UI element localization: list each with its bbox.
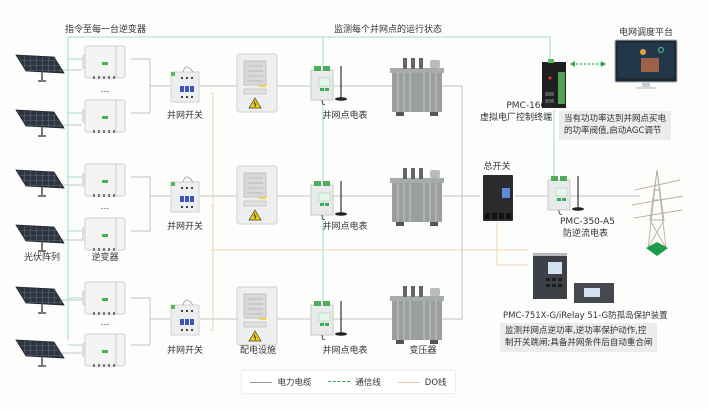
inverter xyxy=(81,99,126,134)
pv-panel xyxy=(15,109,65,138)
pv-panel xyxy=(15,224,65,253)
anti-reverse-meter xyxy=(547,175,585,216)
legend: 电力电缆 通信线 DO线 xyxy=(241,370,456,394)
grid-point-meter xyxy=(310,180,348,221)
main-switch xyxy=(483,175,513,221)
do-lines xyxy=(210,92,528,331)
inverter xyxy=(81,333,126,368)
label-pv-array: 光伏阵列 xyxy=(23,253,61,263)
inverter xyxy=(81,281,126,316)
label-dispatch-platform: 电网调度平台 xyxy=(618,28,674,38)
distribution-cabinet xyxy=(236,286,278,346)
transformer xyxy=(389,57,445,117)
pv-panel xyxy=(15,169,65,198)
ellipsis: ... xyxy=(100,318,110,328)
label-inverter: 逆变器 xyxy=(91,253,119,263)
label-pmc350-name: 防逆流电表 xyxy=(563,229,609,239)
legend-item-power: 电力电缆 xyxy=(250,376,311,388)
grid-point-meter xyxy=(310,65,348,106)
label-pmc350-model: PMC-350-A5 xyxy=(560,217,615,227)
legend-label: 电力电缆 xyxy=(277,378,312,388)
legend-item-comm: 通信线 xyxy=(328,376,381,388)
dispatch-monitor xyxy=(614,39,678,89)
inverter xyxy=(81,163,126,198)
transformer xyxy=(389,167,445,227)
label-grid-switch: 并网开关 xyxy=(166,346,204,356)
label-grid-switch: 并网开关 xyxy=(166,222,204,232)
label-pmc751: PMC-751X-G/iRelay 51-G防孤岛保护装置 xyxy=(503,311,668,321)
inverter xyxy=(81,45,126,80)
transformer xyxy=(389,285,445,345)
label-main-switch: 总开关 xyxy=(483,162,511,172)
transmission-tower xyxy=(631,169,684,256)
ellipsis: ... xyxy=(100,85,110,95)
legend-item-do: DO线 xyxy=(397,376,447,388)
protection-note-line: 制开关跳闸;具备并网条件后自动重合闸 xyxy=(505,338,653,349)
grid-switch-breaker xyxy=(170,176,200,213)
comm-line-swatch xyxy=(328,380,351,384)
header-inverter-command: 指令至每一台逆变器 xyxy=(65,25,147,35)
pv-panel xyxy=(15,286,65,315)
protection-note-line: 监测并网点逆功率,逆功率保护动作,控 xyxy=(505,326,647,336)
agc-note-line: 的功率阀值,启动AGC调节 xyxy=(564,126,662,137)
pv-panel xyxy=(15,54,65,83)
pmc1606-terminal xyxy=(542,59,566,108)
label-grid-switch: 并网开关 xyxy=(166,111,204,121)
legend-label: 通信线 xyxy=(355,378,381,388)
header-monitor-status: 监测每个并网点的运行状态 xyxy=(334,25,443,35)
label-grid-meter: 并网点电表 xyxy=(322,346,368,356)
grid-point-meter xyxy=(310,300,348,341)
comm-arrow-pmc1606-to-platform xyxy=(570,61,606,67)
legend-label: DO线 xyxy=(424,378,447,388)
ellipsis: ... xyxy=(100,202,110,212)
label-transformer: 变压器 xyxy=(409,346,437,356)
distribution-cabinet xyxy=(236,165,278,225)
label-pmc1606-model: PMC-1606 xyxy=(506,101,552,111)
label-grid-meter: 并网点电表 xyxy=(322,222,368,232)
grid-switch-breaker xyxy=(170,66,200,103)
anti-islanding-relay xyxy=(533,253,614,303)
label-pmc1606-name: 虚拟电厂控制终端 xyxy=(480,113,553,123)
label-distribution: 配电设施 xyxy=(239,346,277,356)
inverter xyxy=(81,217,126,252)
protection-note: 监测并网点逆功率,逆功率保护动作,控 制开关跳闸;具备并网条件后自动重合闸 xyxy=(500,323,658,352)
power-cable-swatch xyxy=(250,381,273,383)
pv-panel xyxy=(15,339,65,368)
grid-switch-breaker xyxy=(170,299,200,336)
do-line-swatch xyxy=(397,381,420,383)
distribution-cabinet xyxy=(236,53,278,113)
label-grid-meter: 并网点电表 xyxy=(322,111,368,121)
agc-note: 当有功功率达到并网点买电 的功率阀值,启动AGC调节 xyxy=(559,111,672,140)
agc-note-line: 当有功功率达到并网点买电 xyxy=(564,114,667,124)
